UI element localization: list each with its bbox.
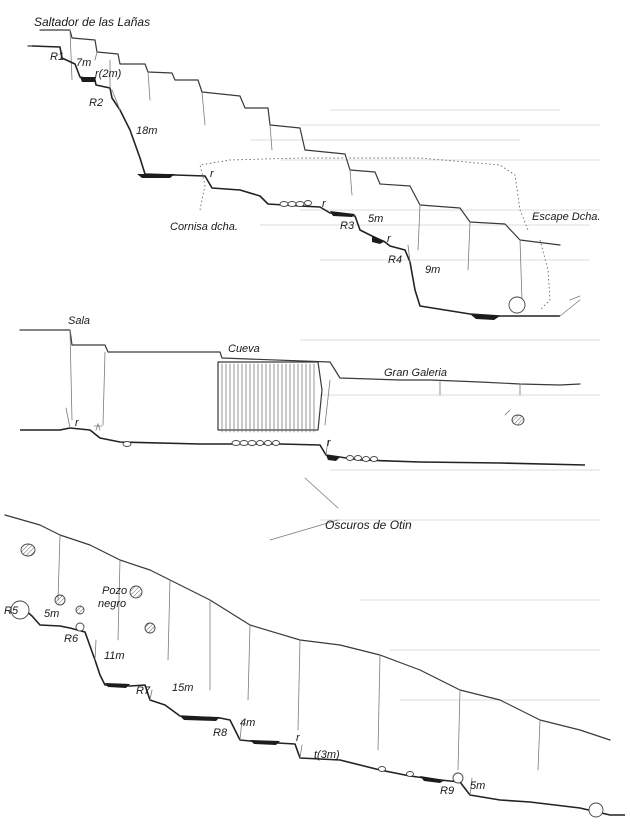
label-t-3m: t(3m) [314,749,340,761]
label-r-c: r [387,233,391,245]
label-pozo: Pozo [102,585,128,597]
label-r9: R9 [440,785,455,797]
cueva-hatched-block [217,361,323,433]
label-18m: 18m [136,125,158,137]
bottom-floor [9,609,625,816]
oscuros-pointer-lines [269,477,339,541]
label-9m: 9m [425,264,441,276]
label-cueva: Cueva [228,343,260,355]
label-5m-b1: 5m [44,608,60,620]
middle-ceiling [19,329,581,386]
label-r3: R3 [340,220,355,232]
label-r-2m: r(2m) [95,68,122,80]
label-11m: 11m [104,650,125,662]
label-cornisa: Cornisa dcha. [170,221,238,233]
label-escape: Escape Dcha. [532,211,601,223]
label-r5: R5 [4,605,19,617]
label-r-b: r [322,198,326,210]
label-5m-b2: 5m [470,780,486,792]
label-4m: 4m [240,717,256,729]
top-floor [31,45,560,317]
label-15m: 15m [172,682,194,694]
label-7m: 7m [76,57,92,69]
label-r-b2: r [296,732,300,744]
label-r2: R2 [89,97,104,109]
cornisa-dotted-path [199,157,529,231]
label-r1: R1 [50,51,65,63]
background-bleed-through [250,109,600,701]
label-r8: R8 [213,727,228,739]
bottom-ceiling [4,514,611,741]
label-negro: negro [98,598,127,610]
middle-floor [20,427,586,466]
middle-section-profile [19,329,586,466]
label-r4: R4 [388,254,403,266]
label-oscuros-de-otin: Oscuros de Otin [325,518,412,532]
label-r-mid-left: r [75,417,79,429]
top-section-profile [27,29,581,320]
bottom-section-profile [4,514,625,818]
top-ceiling [39,29,561,246]
label-5m-top: 5m [368,213,384,225]
title-saltador: Saltador de las Lañas [34,15,151,29]
label-r6: R6 [64,633,79,645]
label-r-mid-right: r [327,437,331,449]
label-sala: Sala [68,315,91,327]
label-r7: R7 [136,685,151,697]
label-gran-galeria: Gran Galeria [384,367,447,379]
label-r-a: r [210,168,214,180]
